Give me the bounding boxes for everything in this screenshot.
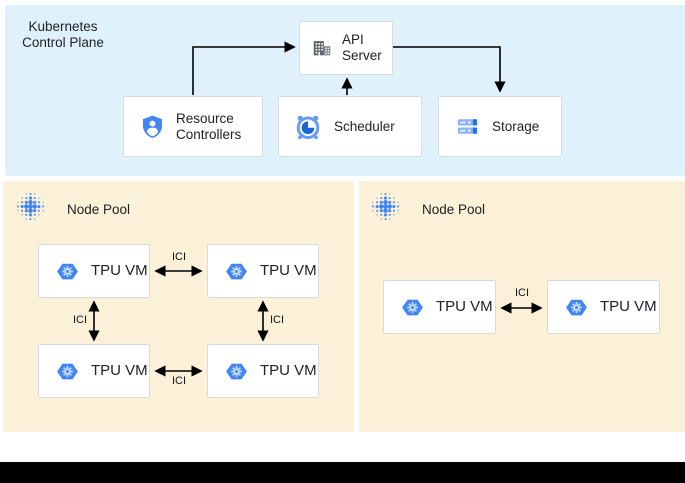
- ici-link-label: ICI: [270, 314, 285, 326]
- tpu-hexagon-gear-icon: [224, 359, 249, 384]
- tpu-vm-label: TPU VM: [91, 362, 148, 379]
- tpu-hexagon-gear-icon: [55, 259, 80, 284]
- tpu-vm-label: TPU VM: [91, 262, 148, 279]
- building-icon: [311, 37, 333, 59]
- tpu-vm-label: TPU VM: [436, 298, 493, 315]
- scheduler-label: Scheduler: [334, 118, 395, 134]
- tpu-vm-box: TPU VM: [207, 244, 319, 298]
- tpu-hexagon-gear-icon: [564, 295, 589, 320]
- scheduler-box: Scheduler: [278, 96, 422, 157]
- tpu-vm-box: TPU VM: [547, 280, 660, 334]
- dot-grid-icon: [15, 191, 46, 227]
- ici-link-label: ICI: [72, 314, 87, 326]
- tpu-hexagon-gear-icon: [55, 359, 80, 384]
- storage-label: Storage: [492, 118, 540, 134]
- shield-user-icon: [139, 113, 166, 140]
- alarm-clock-icon: [293, 112, 323, 142]
- resource-controllers-box: Resource Controllers: [123, 96, 263, 157]
- tpu-vm-box: TPU VM: [383, 280, 496, 334]
- tpu-vm-box: TPU VM: [38, 244, 150, 298]
- node-pool-right-header: Node Pool: [370, 191, 485, 227]
- tpu-hexagon-gear-icon: [400, 295, 425, 320]
- node-pool-left-header: Node Pool: [15, 191, 130, 227]
- ici-link-label: ICI: [514, 287, 530, 299]
- api-server-label: API Server: [342, 32, 382, 63]
- dot-grid-icon: [370, 191, 401, 227]
- resource-controllers-label: Resource Controllers: [176, 110, 242, 142]
- window-bottom-bar: [0, 462, 685, 483]
- tpu-hexagon-gear-icon: [224, 259, 249, 284]
- tpu-vm-box: TPU VM: [38, 344, 150, 398]
- server-stack-icon: [454, 113, 481, 140]
- tpu-vm-label: TPU VM: [260, 262, 317, 279]
- node-pool-right-label: Node Pool: [422, 201, 486, 217]
- tpu-vm-box: TPU VM: [207, 344, 319, 398]
- control-plane-title: Kubernetes Control Plane: [22, 19, 104, 50]
- ici-link-label: ICI: [171, 375, 187, 387]
- node-pool-left-label: Node Pool: [67, 201, 131, 217]
- tpu-vm-label: TPU VM: [600, 298, 657, 315]
- storage-box: Storage: [438, 96, 562, 157]
- api-server-box: API Server: [299, 21, 393, 75]
- tpu-vm-label: TPU VM: [260, 362, 317, 379]
- ici-link-label: ICI: [171, 251, 187, 263]
